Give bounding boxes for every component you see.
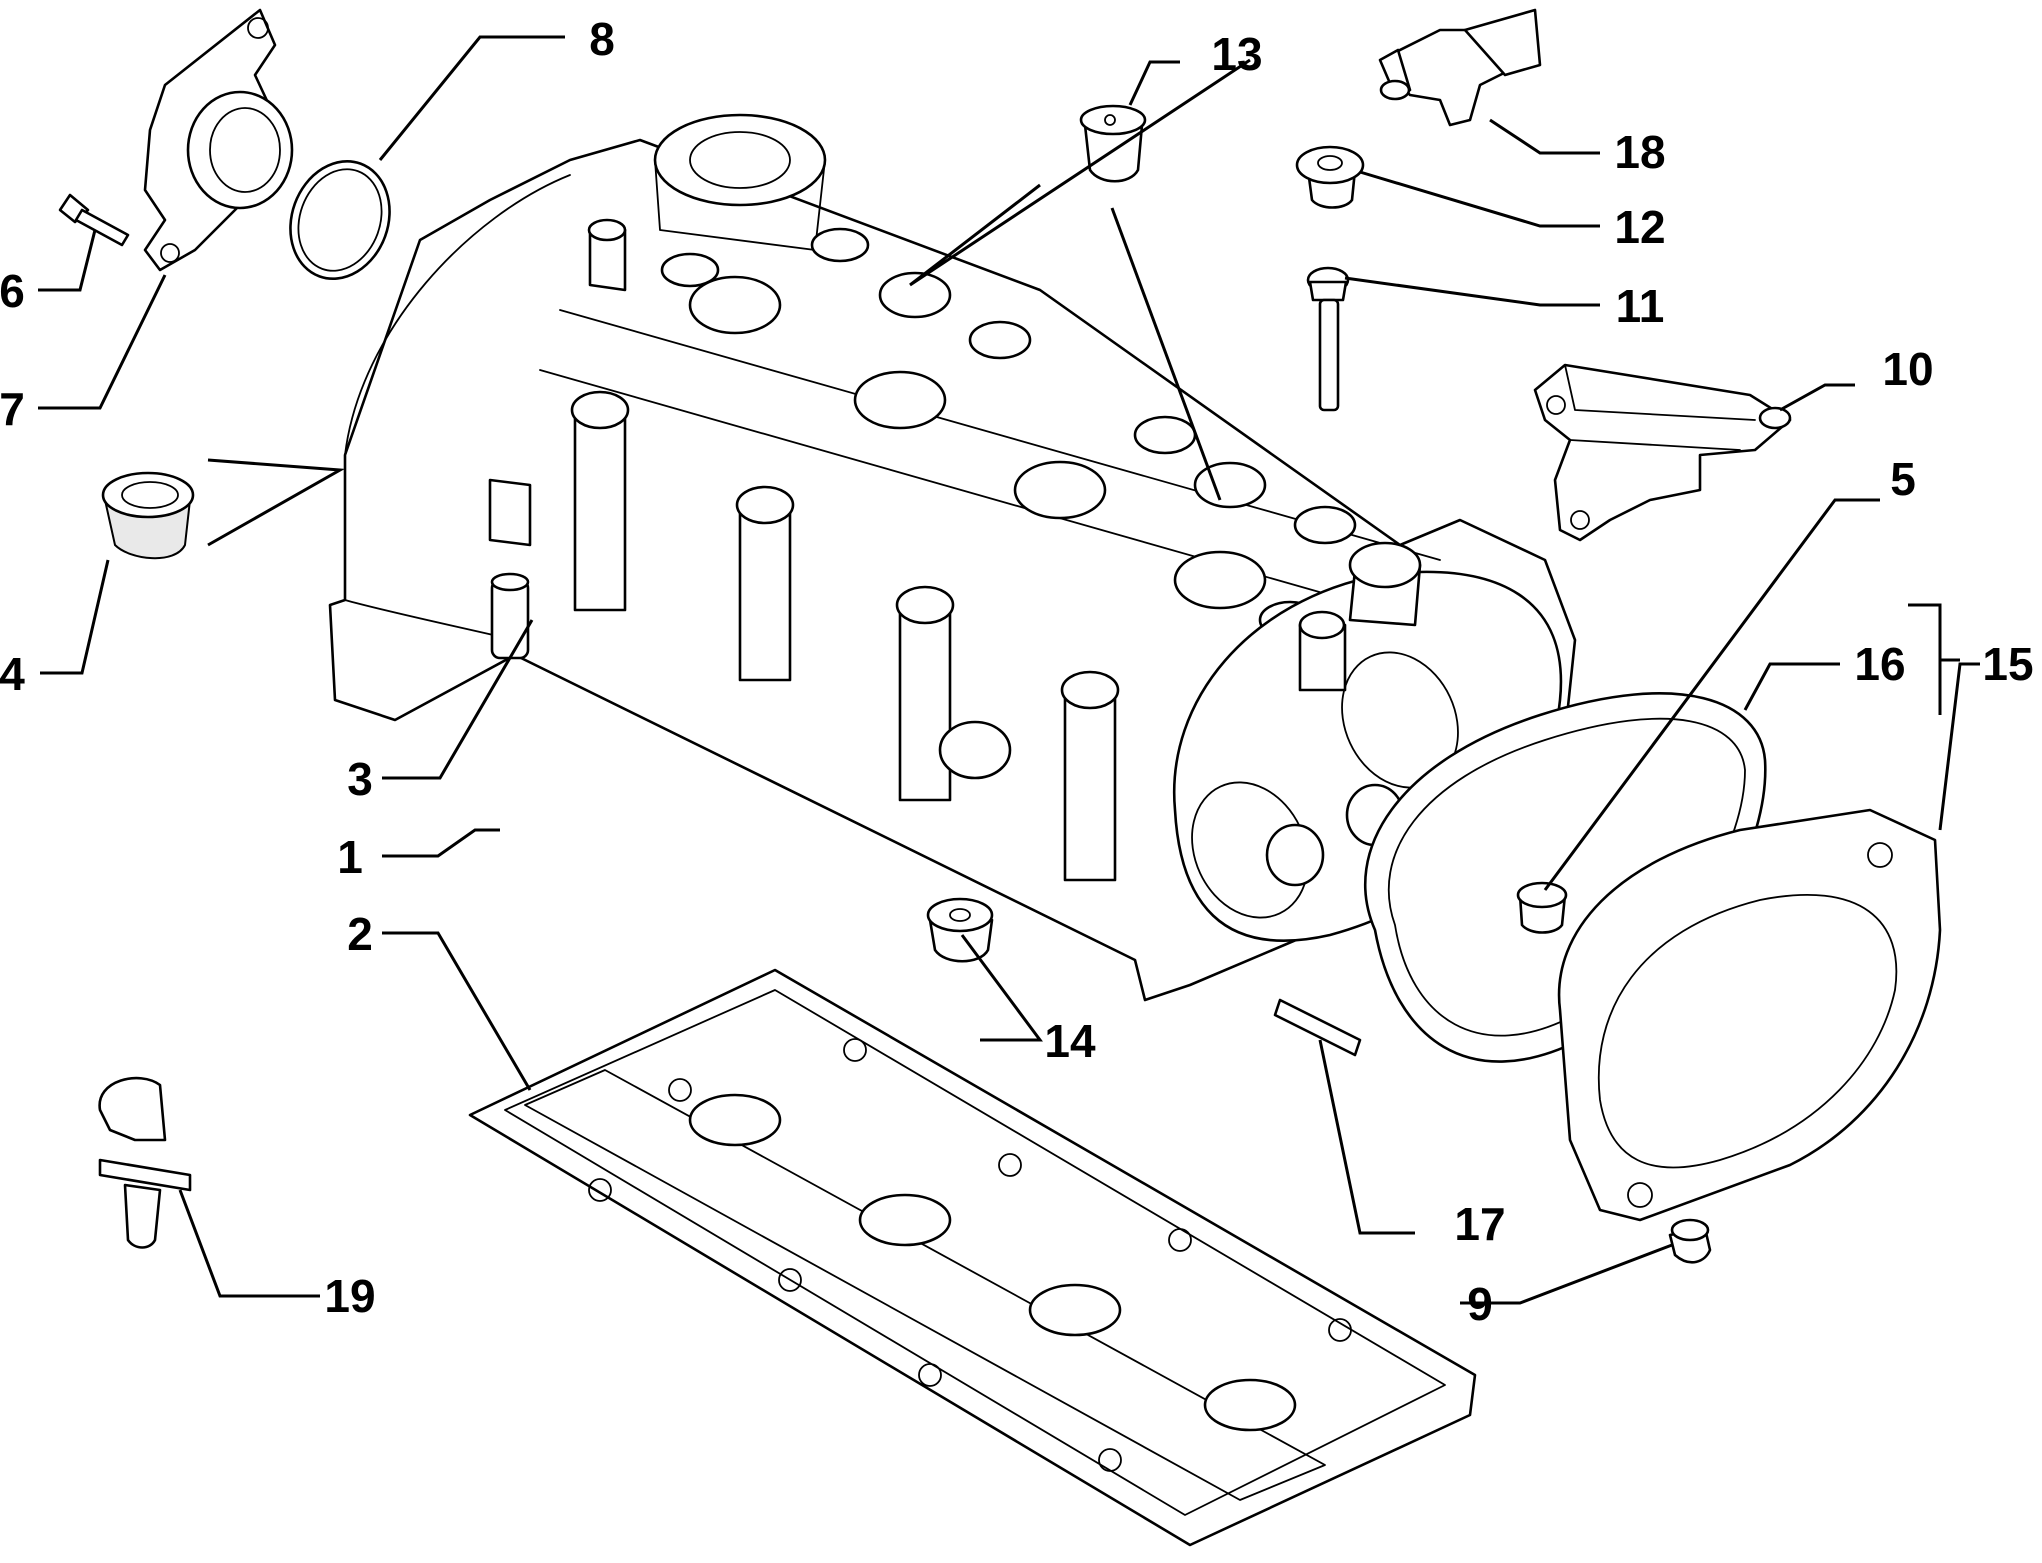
dowel-pin	[490, 572, 530, 660]
callout-3: 3	[347, 753, 373, 805]
o-ring	[289, 159, 391, 281]
leader-16	[1743, 662, 1840, 711]
leader-14	[960, 934, 1043, 1042]
leader-1	[382, 828, 500, 858]
small-plug	[1516, 881, 1568, 934]
callout-14: 14	[1044, 1015, 1096, 1067]
leader-5	[1543, 498, 1880, 891]
pointer-13-b	[1110, 207, 1222, 501]
knurled-bush	[101, 471, 195, 560]
leader-3	[382, 619, 534, 780]
callout-5: 5	[1890, 453, 1916, 505]
sensor-upper	[1378, 8, 1542, 127]
cover-gasket	[468, 968, 1477, 1547]
callout-16: 16	[1854, 638, 1905, 690]
leader-10	[1779, 383, 1855, 412]
pointer-4-a	[207, 458, 346, 547]
leader-6	[38, 229, 97, 292]
leader-lines	[38, 35, 1980, 1305]
flange-adaptor	[143, 8, 294, 272]
callout-15: 15	[1982, 638, 2033, 690]
leader-19	[178, 1189, 320, 1298]
leader-11	[1344, 276, 1600, 307]
callout-labels: 1 2 3 4 5 6 7 8 9 10 11 12 13 14 15 16 1…	[0, 13, 2034, 1330]
callout-13: 13	[1211, 28, 1262, 80]
callout-10: 10	[1882, 343, 1933, 395]
leader-2	[382, 931, 532, 1091]
stud	[1273, 998, 1362, 1057]
callout-6: 6	[0, 265, 25, 317]
plug-lower	[926, 897, 994, 963]
callout-1: 1	[337, 831, 363, 883]
callout-9: 9	[1467, 1278, 1493, 1330]
bracket	[1533, 363, 1792, 542]
plug-upper	[1079, 104, 1147, 183]
callout-7: 7	[0, 383, 25, 435]
end-cover	[1557, 808, 1942, 1222]
callout-18: 18	[1614, 126, 1665, 178]
nut	[1668, 1218, 1712, 1264]
callout-12: 12	[1614, 201, 1665, 253]
callout-4: 4	[0, 648, 25, 700]
callout-17: 17	[1454, 1198, 1505, 1250]
leader-13	[1128, 60, 1180, 106]
leader-12	[1359, 170, 1600, 228]
group-bracket-15	[1908, 603, 1960, 715]
bolt-small	[58, 193, 130, 247]
plug-right	[1295, 145, 1365, 209]
sensor-lower	[98, 1076, 192, 1249]
leader-4	[40, 559, 110, 675]
leader-8	[378, 35, 565, 161]
callout-19: 19	[324, 1270, 375, 1322]
leader-15	[1938, 662, 1980, 831]
callout-8: 8	[589, 13, 615, 65]
leader-18	[1489, 118, 1600, 155]
long-bolt	[1306, 266, 1350, 412]
callout-2: 2	[347, 908, 373, 960]
leader-9	[1460, 1243, 1673, 1305]
leader-17	[1318, 1039, 1415, 1235]
leader-7	[38, 274, 167, 410]
pointer-13-a	[909, 58, 1251, 287]
callout-11: 11	[1616, 280, 1665, 332]
